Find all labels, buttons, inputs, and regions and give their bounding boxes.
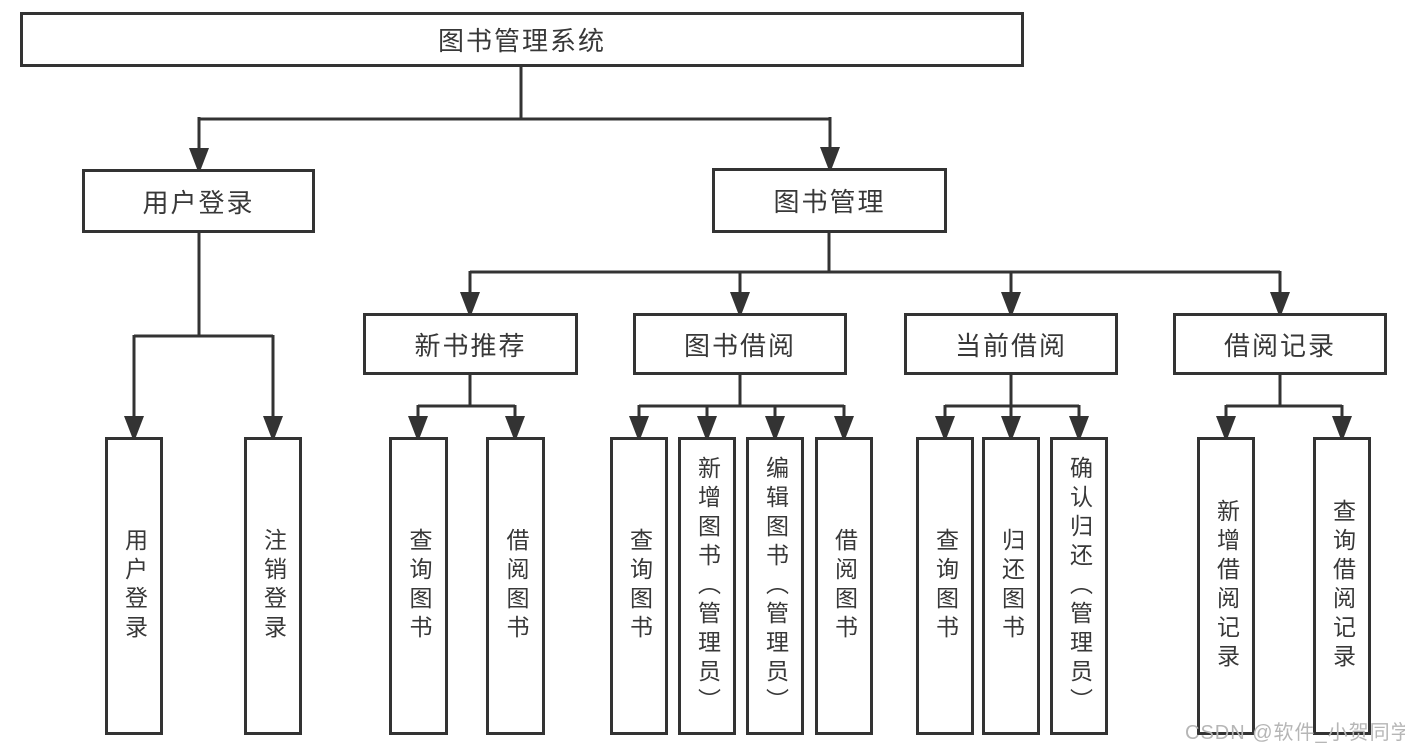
leaf-return-book: 归还图书 — [982, 437, 1040, 735]
leaf-query-books-1: 查询图书 — [389, 437, 448, 735]
leaf-query-books-3: 查询图书 — [916, 437, 974, 735]
connector-borrow-records-children — [1216, 375, 1352, 442]
connector-new-book-children — [408, 375, 525, 442]
leaf-query-books-2: 查询图书 — [610, 437, 668, 735]
node-borrow-records: 借阅记录 — [1173, 313, 1387, 375]
node-library-system: 图书管理系统 — [20, 12, 1024, 67]
connector-root-to-level2 — [189, 67, 840, 174]
csdn-watermark: CSDN @软件_小贺同学 — [1185, 722, 1405, 744]
node-book-borrow: 图书借阅 — [633, 313, 847, 375]
leaf-confirm-return-admin: 确认归还（管理员） — [1050, 437, 1108, 735]
leaf-borrow-books-1: 借阅图书 — [486, 437, 545, 735]
leaf-borrow-books-2: 借阅图书 — [815, 437, 873, 735]
connector-current-borrow-children — [935, 375, 1089, 442]
connector-book-management-children — [460, 233, 1290, 318]
node-book-management: 图书管理 — [712, 168, 947, 233]
connector-book-borrow-children — [629, 375, 854, 442]
node-current-borrow: 当前借阅 — [904, 313, 1118, 375]
leaf-user-login: 用户登录 — [105, 437, 163, 735]
node-user-login: 用户登录 — [82, 169, 315, 233]
connector-user-login-children — [124, 233, 283, 442]
leaf-logout: 注销登录 — [244, 437, 302, 735]
node-new-book-recommend: 新书推荐 — [363, 313, 578, 375]
leaf-query-borrow-record: 查询借阅记录 — [1313, 437, 1371, 735]
leaf-add-book-admin: 新增图书（管理员） — [678, 437, 736, 735]
leaf-add-borrow-record: 新增借阅记录 — [1197, 437, 1255, 735]
leaf-edit-book-admin: 编辑图书（管理员） — [746, 437, 804, 735]
